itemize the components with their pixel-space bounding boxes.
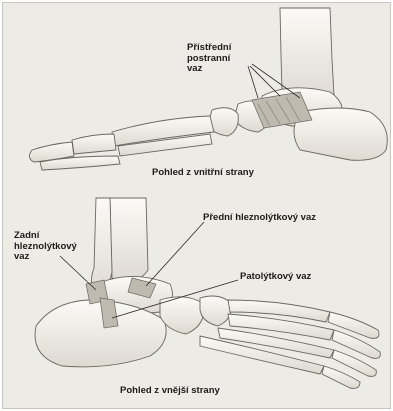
anterior-talofibular-ligament-label: Přední hleznolýtkový vaz	[203, 213, 316, 224]
lateral-view-foot	[35, 198, 380, 388]
medial-view-foot	[29, 8, 387, 170]
medial-view-caption: Pohled z vnitřní strany	[152, 167, 254, 178]
medial-collateral-ligament-label: Přístřední postranní vaz	[187, 43, 247, 75]
lateral-view-caption: Pohled z vnější strany	[120, 385, 220, 396]
cuboid-bone	[160, 297, 204, 334]
posterior-talofibular-ligament-label: Zadní hleznolýtkový vaz	[14, 231, 94, 263]
cuneiform-bone-lateral	[200, 296, 232, 326]
tibia-bone	[280, 8, 334, 100]
calcaneofibular-ligament-label: Patolýtkový vaz	[240, 272, 311, 283]
phalanx-proximal	[72, 134, 116, 154]
tibia-bone-lateral	[110, 198, 148, 282]
